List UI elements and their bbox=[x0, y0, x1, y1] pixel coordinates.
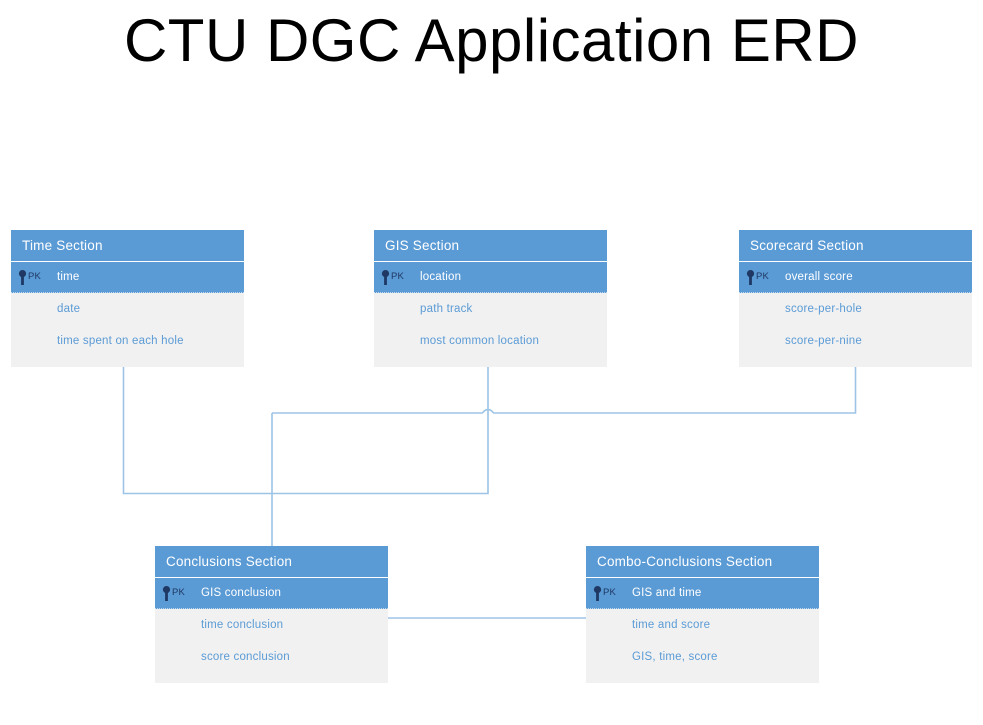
pk-tag-label: PK bbox=[172, 587, 186, 599]
entity-attribute: time spent on each hole bbox=[57, 335, 184, 347]
entity-attribute: time and score bbox=[632, 619, 711, 631]
entity-title: Combo-Conclusions Section bbox=[586, 546, 819, 577]
entity-primary-key-row[interactable]: PK GIS and time bbox=[586, 577, 819, 609]
entity-attribute: most common location bbox=[420, 335, 540, 347]
entity-attribute: GIS, time, score bbox=[632, 651, 718, 663]
entity-scorecard-section[interactable]: Scorecard Section PK overall score score… bbox=[739, 230, 972, 367]
primary-key-icon bbox=[381, 269, 390, 285]
primary-key-field: location bbox=[420, 271, 462, 283]
primary-key-icon bbox=[746, 269, 755, 285]
primary-key-icon bbox=[162, 585, 171, 601]
entity-title: Conclusions Section bbox=[155, 546, 388, 577]
entity-title: GIS Section bbox=[374, 230, 607, 261]
page-title: CTU DGC Application ERD bbox=[123, 7, 860, 74]
connector-time-to-conclusions bbox=[122, 367, 272, 495]
primary-key-badge: PK bbox=[11, 269, 57, 285]
primary-key-badge: PK bbox=[374, 269, 420, 285]
entity-conclusions-section[interactable]: Conclusions Section PK GIS conclusion ti… bbox=[155, 546, 388, 683]
entity-title: Time Section bbox=[11, 230, 244, 261]
connector-gis-to-conclusions bbox=[272, 367, 489, 495]
pk-tag-label: PK bbox=[756, 271, 770, 283]
entity-title: Scorecard Section bbox=[739, 230, 972, 261]
primary-key-icon bbox=[18, 269, 27, 285]
primary-key-badge: PK bbox=[586, 585, 632, 601]
entity-primary-key-row[interactable]: PK GIS conclusion bbox=[155, 577, 388, 609]
entity-combo-conclusions-section[interactable]: Combo-Conclusions Section PK GIS and tim… bbox=[586, 546, 819, 683]
pk-tag-label: PK bbox=[28, 271, 42, 283]
primary-key-badge: PK bbox=[155, 585, 201, 601]
primary-key-field: time bbox=[57, 271, 80, 283]
entity-attribute: path track bbox=[420, 303, 473, 315]
entity-attribute: date bbox=[57, 303, 81, 315]
connector-scorecard-to-conclusions bbox=[272, 367, 857, 414]
pk-tag-label: PK bbox=[603, 587, 617, 599]
primary-key-field: GIS and time bbox=[632, 587, 702, 599]
primary-key-field: GIS conclusion bbox=[201, 587, 282, 599]
entity-attribute: time conclusion bbox=[201, 619, 284, 631]
primary-key-field: overall score bbox=[785, 271, 853, 283]
entity-attribute: score conclusion bbox=[201, 651, 290, 663]
primary-key-badge: PK bbox=[739, 269, 785, 285]
entity-time-section[interactable]: Time Section PK time date time spent on … bbox=[11, 230, 244, 367]
primary-key-icon bbox=[593, 585, 602, 601]
entity-attribute: score-per-hole bbox=[785, 303, 862, 315]
entity-primary-key-row[interactable]: PK overall score bbox=[739, 261, 972, 293]
entity-gis-section[interactable]: GIS Section PK location path track most … bbox=[374, 230, 607, 367]
entity-attribute: score-per-nine bbox=[785, 335, 862, 347]
entity-primary-key-row[interactable]: PK time bbox=[11, 261, 244, 293]
entity-primary-key-row[interactable]: PK location bbox=[374, 261, 607, 293]
pk-tag-label: PK bbox=[391, 271, 405, 283]
